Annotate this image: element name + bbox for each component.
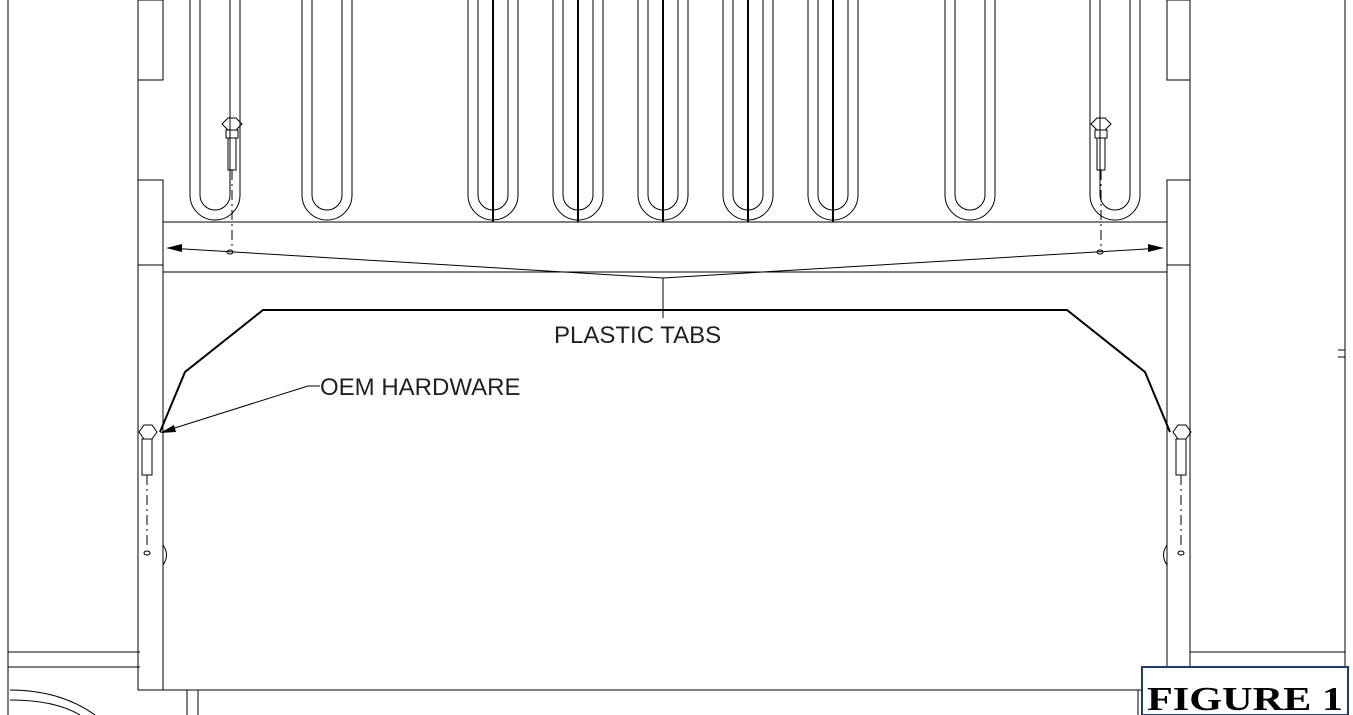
left-rail xyxy=(137,0,1167,715)
frame xyxy=(7,0,1346,715)
bolt-side-left xyxy=(138,424,167,566)
plastic-tabs-label: PLASTIC TABS xyxy=(554,322,721,349)
plastic-tabs-leaders xyxy=(166,244,1164,318)
oem-hardware-leader xyxy=(160,385,320,433)
bolt-side-right xyxy=(1163,424,1192,566)
figure-label: FIGURE 1 xyxy=(1147,681,1343,715)
top-band xyxy=(163,221,1167,273)
figure-label-box xyxy=(1141,666,1349,715)
panel-outline xyxy=(159,309,1171,433)
oem-hardware-label: OEM HARDWARE xyxy=(320,374,520,401)
bolt-top-right xyxy=(1090,117,1112,255)
right-rail xyxy=(1137,0,1191,715)
ribs xyxy=(189,0,1141,222)
bolt-top-left xyxy=(221,117,243,255)
